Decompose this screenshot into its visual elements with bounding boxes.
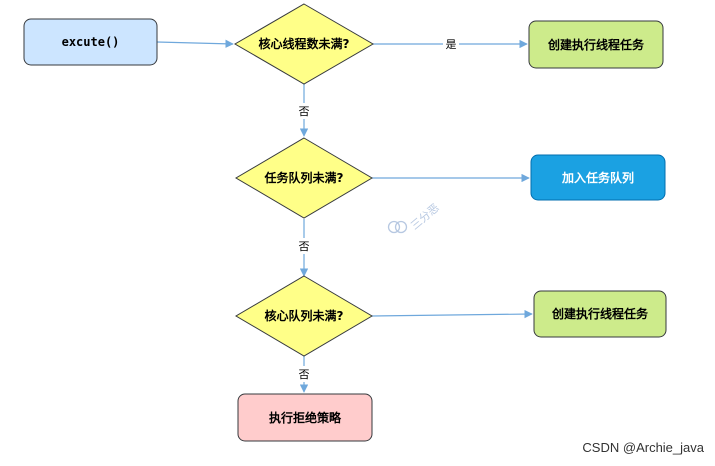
- edge-label-yes: 是: [446, 38, 457, 51]
- edge-execute-to-core-check: [156, 39, 234, 48]
- source-credit: CSDN @Archie_java: [582, 440, 704, 455]
- node-core-thread-check-diamond: [234, 3, 374, 85]
- node-reject-policy-box: [237, 393, 373, 442]
- edge-max-check-to-create-task: [371, 309, 533, 319]
- node-queue-check-diamond: [235, 137, 373, 219]
- edge-label-bg-yes: [443, 36, 459, 52]
- node-create-noncore-task: 创建执行线程任务: [533, 290, 667, 338]
- node-create-core-task: 创建执行线程任务: [528, 20, 664, 69]
- node-create-core-task-box: [528, 20, 664, 69]
- node-core-thread-check-label: 核心线程数未满?: [259, 36, 350, 51]
- watermark: 三分恶: [387, 201, 442, 234]
- edge-label-bg-no-2: [296, 238, 312, 254]
- node-add-queue-label: 加入任务队列: [561, 170, 634, 185]
- node-create-noncore-task-label: 创建执行线程任务: [551, 306, 649, 321]
- node-execute-label: excute(): [62, 35, 120, 49]
- node-create-core-task-label: 创建执行线程任务: [547, 37, 645, 52]
- node-execute-box: [23, 18, 158, 66]
- edge-label-bg-no-1: [296, 103, 312, 119]
- node-max-thread-check: 核心队列未满?: [235, 275, 373, 357]
- node-create-noncore-task-box: [533, 290, 667, 338]
- edge-label-no-1: 否: [299, 105, 310, 118]
- node-queue-check: 任务队列未满?: [235, 137, 373, 219]
- node-reject-policy-label: 执行拒绝策略: [269, 410, 342, 425]
- nodes-layer: excute() 核心线程数未满? 创建执行线程任务 任务队列未满? 加入任务队…: [23, 3, 667, 442]
- double-circle-logo-icon: [387, 220, 408, 234]
- node-execute: excute(): [23, 18, 158, 66]
- node-core-thread-check: 核心线程数未满?: [234, 3, 374, 85]
- edge-label-no-3: 否: [299, 368, 310, 381]
- edges-layer: 是 否 否 否: [156, 36, 533, 393]
- node-reject-policy: 执行拒绝策略: [237, 393, 373, 442]
- node-add-queue-box: [530, 154, 666, 201]
- node-max-thread-check-diamond: [235, 275, 373, 357]
- edge-label-bg-no-3: [296, 366, 312, 382]
- node-add-queue: 加入任务队列: [530, 154, 666, 201]
- node-queue-check-label: 任务队列未满?: [264, 170, 344, 185]
- watermark-text: 三分恶: [408, 201, 442, 232]
- node-max-thread-check-label: 核心队列未满?: [265, 308, 344, 323]
- edge-label-no-2: 否: [299, 240, 310, 253]
